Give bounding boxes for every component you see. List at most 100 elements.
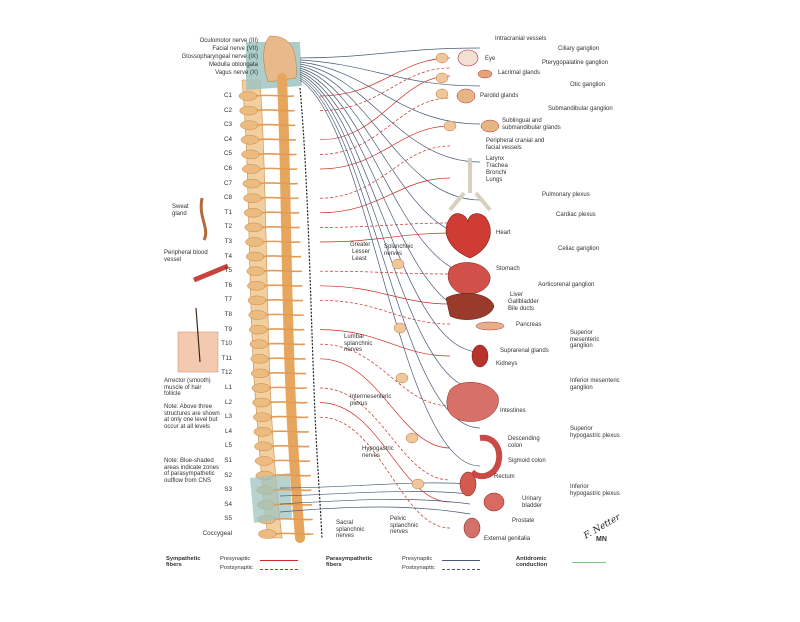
label-descending-colon: Descending colon — [508, 436, 540, 449]
legend-parasympathetic-title: Parasympathetic fibers — [326, 556, 378, 568]
vertebra-t5 — [246, 266, 265, 276]
sympathetic-fiber — [319, 145, 451, 199]
vertebra-c6 — [242, 164, 261, 174]
ganglion — [435, 72, 449, 84]
spinal-nerve-l3 — [270, 415, 309, 419]
vertebra-c4 — [240, 135, 260, 145]
label-peripheral-blood-vessel: Peripheral blood vessel — [164, 250, 208, 263]
ganglion — [405, 432, 419, 444]
segment-label-t12: T12 — [221, 369, 232, 377]
spinal-nerve-l5 — [271, 444, 310, 448]
pancreas-organ — [475, 321, 505, 331]
parasympathetic-fiber — [299, 47, 481, 59]
label-external-genitalia: External genitalia — [484, 536, 531, 542]
segment-label-s2: S2 — [224, 471, 232, 479]
label-bronchi: Bronchi — [486, 170, 507, 176]
spinal-nerve-t9 — [266, 328, 305, 331]
vertebra-l5 — [254, 441, 273, 452]
sympathetic-fiber — [319, 416, 451, 529]
spinal-nerve-s1 — [271, 459, 311, 463]
pelvic-parasympathetic-fiber — [279, 506, 471, 515]
segment-label-t4: T4 — [224, 252, 232, 260]
segment-label-l5: L5 — [224, 442, 232, 450]
vertebra-l3 — [252, 412, 272, 422]
spinal-nerve-c3 — [257, 123, 296, 127]
label-inferior-mesenteric: Inferior mesenteric ganglion — [570, 378, 620, 391]
pelvic-parasympathetic-fiber — [279, 482, 471, 489]
ganglion — [393, 322, 407, 334]
spinal-nerve-l4 — [270, 430, 309, 433]
vertebra-t2 — [244, 222, 264, 233]
segment-label-s3: S3 — [224, 486, 232, 494]
spinal-nerve-t7 — [264, 298, 304, 302]
stomach-organ — [447, 262, 491, 295]
segment-label-t7: T7 — [224, 296, 232, 304]
segment-label-c2: C2 — [223, 106, 232, 114]
liver-organ — [445, 293, 495, 320]
pelvic-parasympathetic-fiber — [279, 491, 471, 497]
vertebra-c5 — [241, 149, 260, 160]
sublingual-gland-organ — [480, 119, 500, 133]
spinal-nerve-s2 — [272, 474, 311, 477]
label-vagus: Vagus nerve (X) — [215, 70, 258, 76]
legend-para-pre: Presynaptic — [402, 556, 433, 562]
parasympathetic-fiber — [299, 63, 481, 163]
parasympathetic-fiber — [299, 65, 481, 201]
segment-label-t10: T10 — [221, 340, 232, 348]
label-lesser: Lesser — [352, 249, 371, 255]
vertebra-c1 — [238, 91, 258, 101]
segment-label-c5: C5 — [223, 150, 232, 158]
segment-label-t6: T6 — [224, 281, 232, 289]
sacral-parasympathetic-zone — [250, 473, 292, 523]
lacrimal-gland-organ — [477, 69, 493, 79]
parasympathetic-fiber — [299, 73, 481, 353]
label-facial: Facial nerve (VII) — [212, 46, 258, 52]
vertebra-t7 — [247, 295, 267, 306]
vertebra-coccygeal — [258, 529, 277, 539]
kidney-organ — [471, 344, 489, 368]
sympathetic-trunk — [299, 87, 323, 539]
segment-label-l1: L1 — [224, 384, 232, 391]
sympathetic-fiber — [319, 125, 451, 170]
label-pancreas: Pancreas — [516, 322, 542, 328]
spinal-nerve-c2 — [256, 109, 295, 112]
label-pterygopalatine: Pterygopalatine ganglion — [542, 60, 609, 66]
blood-vessel-organ — [193, 263, 229, 283]
segment-label-s1: S1 — [224, 457, 232, 464]
sympathetic-fiber — [319, 222, 451, 228]
segment-label-coccygeal: Coccygeal — [202, 530, 232, 537]
ganglion — [443, 120, 457, 132]
spinal-nerve-s5 — [274, 517, 313, 521]
publisher-mark: MN — [596, 536, 607, 543]
sympathetic-fiber — [319, 285, 451, 305]
legend-sympathetic-title: Sympathetic fibers — [166, 556, 206, 568]
parotid-gland-organ — [456, 88, 476, 104]
label-lumbar-splanchnic: Lumbar splanchnic nerves — [344, 334, 373, 354]
legend-para-post: Postsynaptic — [402, 565, 435, 571]
sympathetic-fiber — [319, 387, 451, 481]
spinal-nerve-t2 — [261, 225, 300, 229]
spinal-nerve-coccygeal — [275, 532, 314, 536]
label-liver: Liver — [510, 292, 524, 298]
sympathetic-fiber — [319, 57, 451, 97]
label-lungs: Lungs — [486, 177, 503, 183]
segment-label-t5: T5 — [224, 267, 232, 275]
legend-symp-pre: Presynaptic — [220, 556, 251, 562]
sympathetic-fiber — [319, 300, 451, 325]
label-larynx: Larynx — [486, 156, 505, 162]
label-intestines: Intestines — [500, 408, 526, 414]
eye-organ — [457, 49, 479, 67]
label-ciliary-ganglion: Ciliary ganglion — [558, 46, 600, 52]
vertebra-c3 — [240, 120, 259, 130]
label-pulmonary-plexus: Pulmonary plexus — [542, 192, 590, 198]
spinal-nerve-c7 — [259, 182, 298, 185]
segment-label-t9: T9 — [224, 325, 232, 333]
segment-label-l3: L3 — [224, 413, 232, 421]
pelvic-parasympathetic-fiber — [279, 499, 471, 505]
segment-label-c1: C1 — [223, 92, 232, 99]
label-arrector: Arrector (smooth) muscle of hair follicl… — [164, 378, 211, 398]
vertebra-t6 — [247, 281, 266, 291]
legend-symp-post: Postsynaptic — [220, 565, 253, 571]
heart-organ — [445, 213, 491, 259]
label-gallbladder: Gallbladder — [508, 299, 539, 305]
